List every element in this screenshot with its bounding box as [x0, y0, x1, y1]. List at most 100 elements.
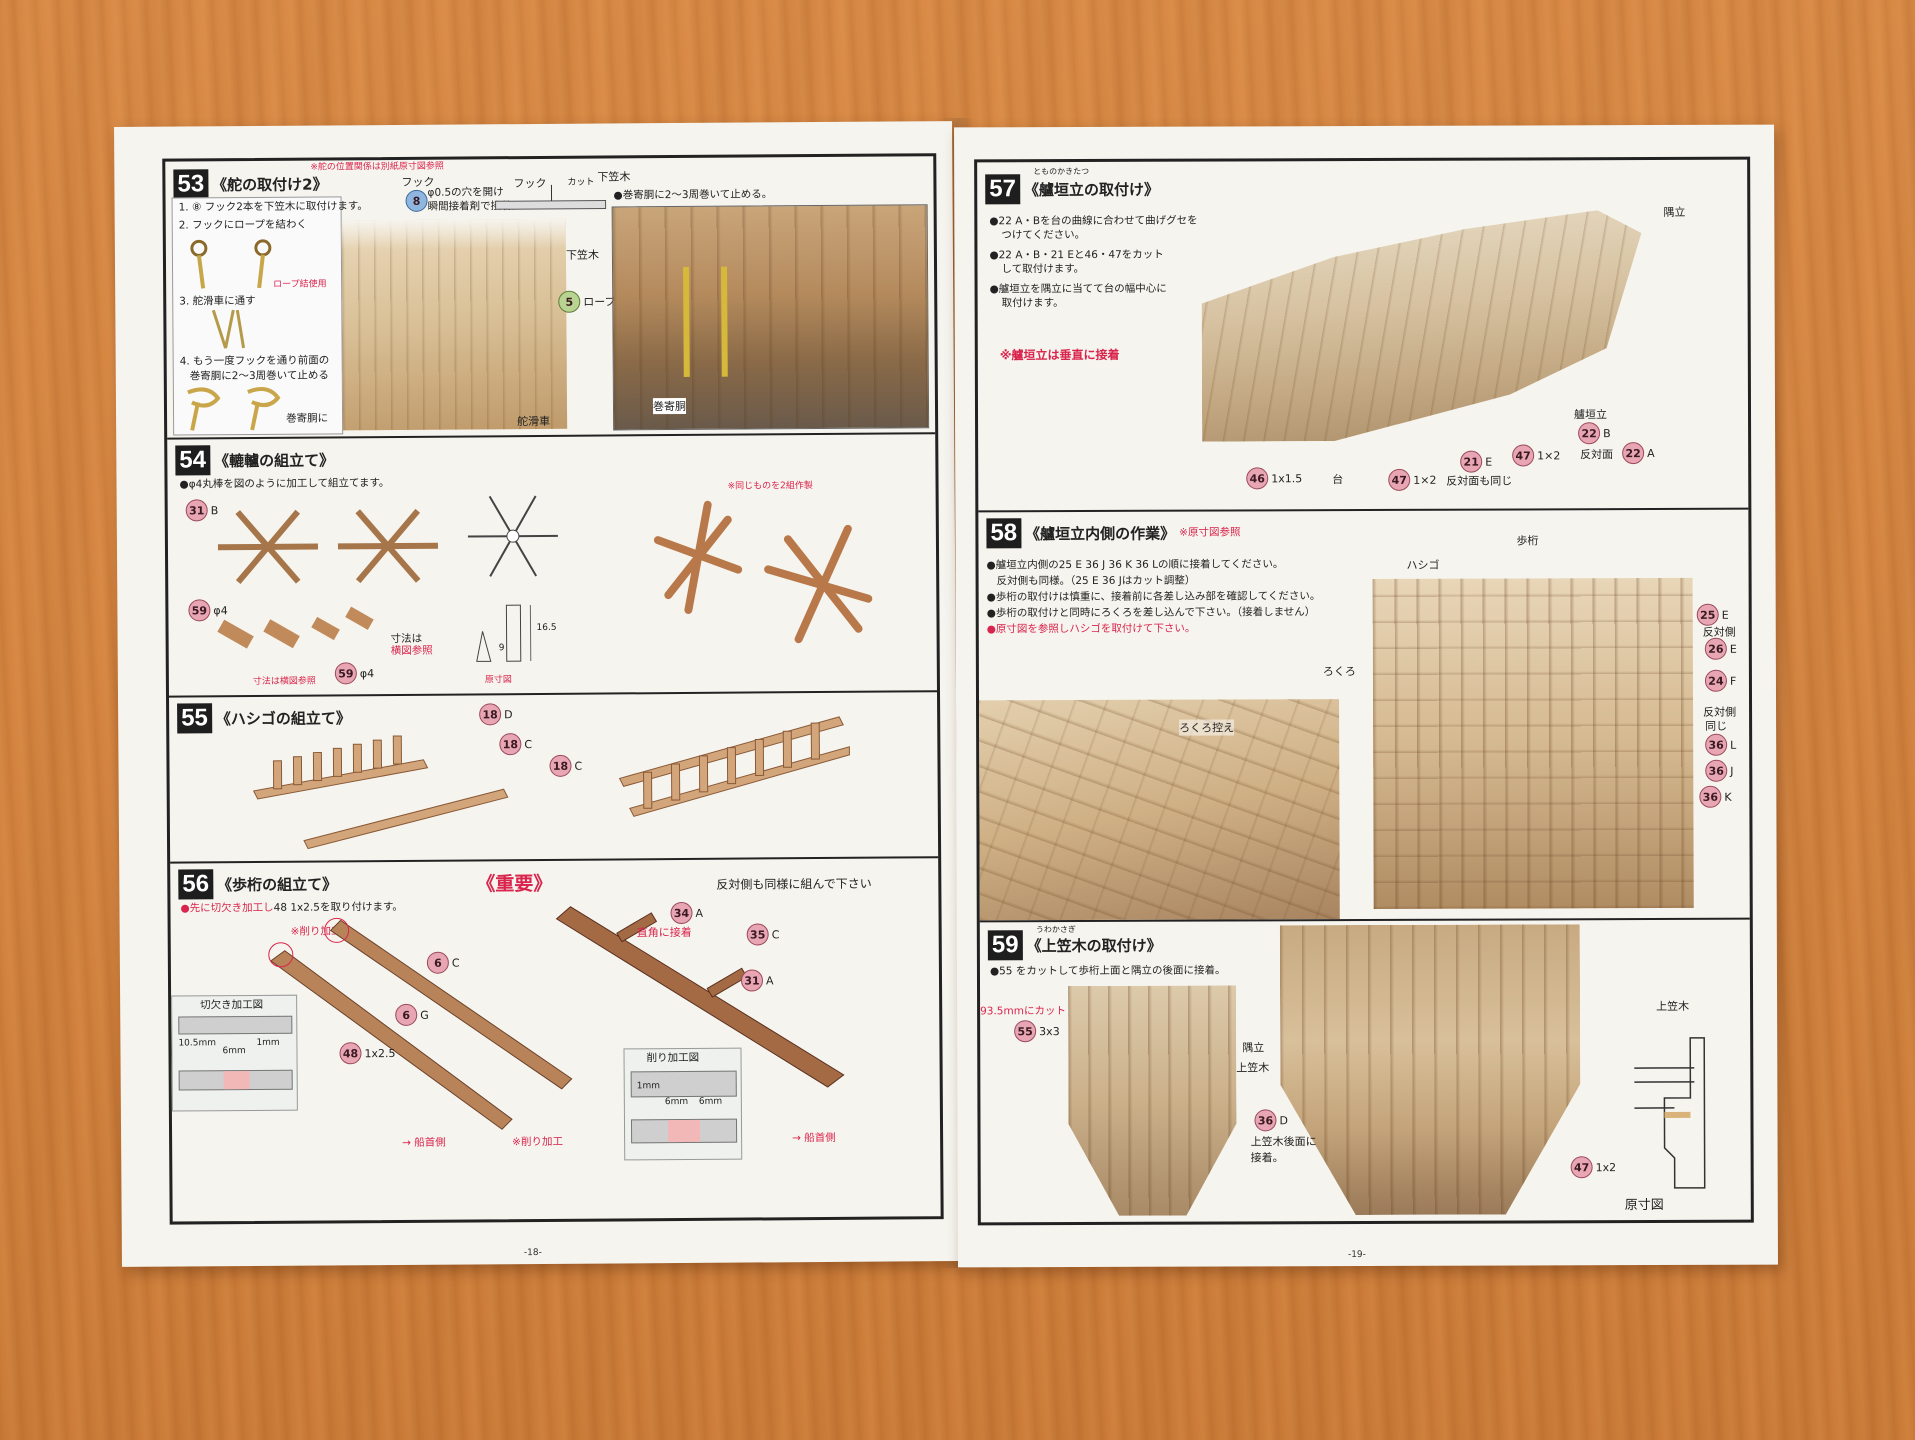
- winch-small: 巻寄胴に: [286, 411, 328, 426]
- notch-title: 切欠き加工図: [200, 998, 263, 1013]
- dai-label: 台: [1332, 471, 1343, 487]
- step-number: 56: [178, 869, 213, 899]
- winch-photo: [612, 204, 930, 430]
- shave-6b: 6mm: [699, 1095, 722, 1110]
- cut-hook-label: フック: [513, 175, 546, 191]
- part-55-label: 553x3: [1014, 1020, 1060, 1042]
- step-57-line-2: つけてください。: [1001, 228, 1085, 243]
- capstan-photo: [979, 699, 1340, 920]
- rope-note: ロープ結使用: [273, 277, 327, 292]
- peg-dimension-diagram: [468, 601, 548, 672]
- notch-10-5: 10.5mm: [178, 1036, 216, 1051]
- instruction-4: 4. もう一度フックを通り前面の: [180, 353, 330, 369]
- shave-6a: 6mm: [665, 1095, 688, 1110]
- part-36k-label: 36K: [1699, 786, 1731, 808]
- notch-diagram: 切欠き加工図 10.5mm 6mm 1mm: [171, 995, 298, 1112]
- part-18c1-label: 18C: [499, 733, 532, 755]
- rear-note-2: 接着。: [1251, 1149, 1284, 1165]
- step-57-line-5: ●艫垣立を隅立に当てて台の幅中心に: [990, 282, 1167, 298]
- step-58-line-5: ●原寸図を参照しハシゴを取付けて下さい。: [987, 622, 1196, 638]
- shimo-kasagi-top: 下笠木: [597, 168, 630, 184]
- beam-parts-illustration: [271, 929, 572, 1131]
- dim-note-ref: 横図参照: [391, 644, 433, 659]
- ladder-assembled-illustration: [619, 717, 850, 829]
- step-number: 54: [175, 445, 210, 475]
- hogeta-label: 歩桁: [1516, 532, 1538, 548]
- step-number: 59: [988, 930, 1023, 960]
- step-title: 《轆轤の組立て》: [214, 449, 334, 471]
- interior-photo: [1373, 578, 1694, 909]
- notch-6: 6mm: [222, 1044, 245, 1059]
- ladder-parts-illustration: [253, 719, 514, 851]
- rokuro-hikae-label: ろくろ控え: [1179, 719, 1234, 735]
- step-56-instruction: ●先に切欠き加工し48 1x2.5を取り付けます。: [180, 900, 403, 917]
- capstan-assembled-illustration: [648, 498, 899, 650]
- dim-note-2: 寸法は横図参照: [253, 675, 316, 690]
- sumitate-label: 隅立: [1663, 204, 1685, 220]
- step-57-warning: ※艫垣立は垂直に接着: [1000, 348, 1120, 363]
- notch-bar: [178, 1016, 292, 1035]
- part-22a-label: 22A: [1622, 442, 1655, 464]
- step-57-line-4: して取付けます。: [1001, 262, 1084, 277]
- instruction-4b: 巻寄胴に2～3周巻いて止める: [190, 368, 329, 384]
- shave-title: 削り加工図: [646, 1051, 699, 1066]
- step-57-header: 57 《艫垣立の取付け》: [985, 174, 1159, 205]
- step-57-line-1: ●22 A・Bを台の曲線に合わせて曲げグセを: [989, 214, 1197, 230]
- winch-note: ●巻寄胴に2～3周巻いて止める。: [613, 187, 772, 203]
- step-number: 53: [173, 169, 208, 199]
- step-57-line-3: ●22 A・B・21 Eと46・47をカット: [989, 248, 1163, 264]
- sumitate-label: 隅立: [1242, 1039, 1264, 1055]
- gensun-label: 原寸図: [1625, 1194, 1664, 1213]
- instruction-2: 2. フックにロープを結わく: [179, 218, 307, 234]
- left-frame: 53 《舵の取付け2》 ※舵の位置関係は別紙原寸図参照 1. ⑧ フック2本を下…: [162, 153, 943, 1224]
- step-53-header: 53 《舵の取付け2》: [173, 168, 327, 199]
- step-title: 《歩桁の組立て》: [217, 873, 337, 895]
- step-title: 《艫垣立の取付け》: [1024, 178, 1159, 199]
- cut-note: 93.5mmにカット: [980, 1004, 1066, 1019]
- right-page: とものかきたつ 57 《艫垣立の取付け》 ●22 A・Bを台の曲線に合わせて曲げ…: [954, 125, 1778, 1268]
- step-number: 58: [986, 518, 1021, 548]
- instruction-box: 1. ⑧ フック2本を下笠木に取付けます。 2. フックにロープを結わく ロープ…: [172, 196, 344, 435]
- step-58-line-2: 反対側も同様。（25 E 36 Jはカット調整）: [997, 574, 1196, 590]
- step-number: 57: [985, 174, 1020, 204]
- part-18c2-label: 18C: [549, 755, 582, 777]
- rokuro-label: ろくろ: [1323, 663, 1356, 679]
- step-59-header: 59 《上笠木の取付け》: [988, 930, 1162, 961]
- part-59b-label: 59φ4: [335, 662, 374, 684]
- rudder-pulley-label: 舵滑車: [517, 413, 550, 429]
- shave-diagram: 削り加工図 1mm 6mm 6mm: [623, 1048, 742, 1161]
- stern-illustration: [342, 219, 567, 431]
- step-57-panel: とものかきたつ 57 《艫垣立の取付け》 ●22 A・Bを台の曲線に合わせて曲げ…: [977, 160, 1748, 513]
- other-side-note: 反対側も同様に組んで下さい: [716, 877, 872, 893]
- bow-label-1: → 船首側: [402, 1136, 446, 1151]
- rear-note-1: 上笠木後面に: [1251, 1133, 1317, 1149]
- step-56-panel: 56 《歩桁の組立て》 《重要》 反対側も同様に組んで下さい ●先に切欠き加工し…: [170, 856, 940, 1221]
- step-59-panel: うわかさぎ 59 《上笠木の取付け》 ●55 をカットして歩桁上面と隅立の後面に…: [980, 918, 1751, 1223]
- uwakasagi-label-2: 上笠木: [1656, 998, 1689, 1014]
- part-47-label: 471x2: [1571, 1156, 1617, 1178]
- kakitate-label: 艫垣立: [1574, 406, 1607, 422]
- notch-1: 1mm: [256, 1036, 279, 1051]
- capstan-pair-illustration: [208, 506, 449, 588]
- step-54-instruction: ●φ4丸棒を図のように加工して組立てます。: [179, 476, 389, 492]
- step-59-instruction: ●55 をカットして歩桁上面と隅立の後面に接着。: [990, 963, 1226, 979]
- winch-label: 巻寄胴: [653, 398, 686, 414]
- instruction-3: 3. 舵滑車に通す: [179, 294, 255, 310]
- part-26-label: 26E: [1705, 638, 1737, 660]
- notch-bar-2: [179, 1070, 293, 1091]
- right-angle-note: 直角に接着: [637, 924, 692, 940]
- hook-badge: 8: [405, 190, 427, 212]
- same-note: ※同じものを2組作製: [728, 479, 813, 495]
- step-58-line-4: ●歩桁の取付けと同時にろくろを差し込んで下さい。（接着しません）: [987, 605, 1316, 621]
